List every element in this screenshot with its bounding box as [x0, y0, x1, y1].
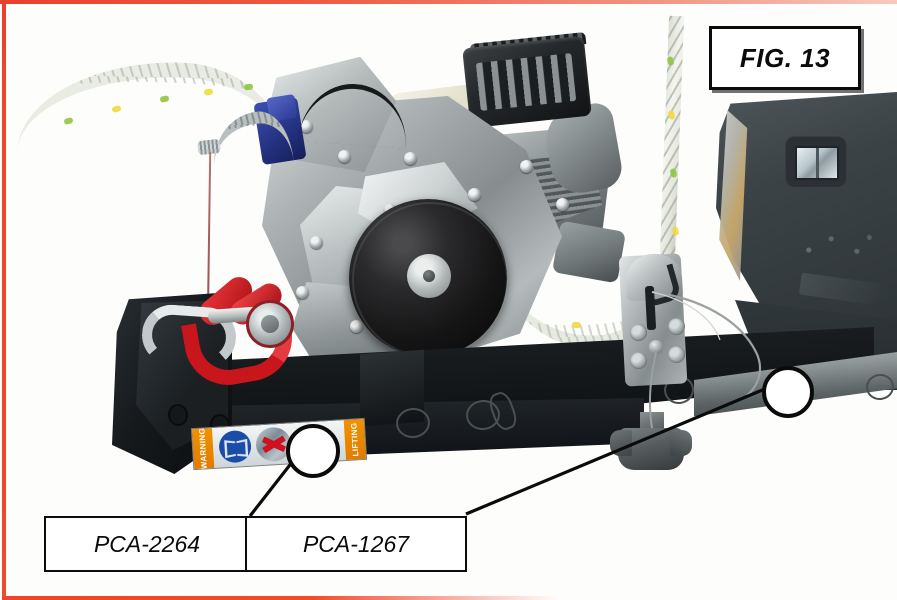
pulley-axle-icon: [649, 340, 663, 354]
pulley-rivet-icon: [668, 318, 685, 335]
rope-fleck-icon: [571, 321, 582, 329]
bolt-icon: [350, 320, 363, 333]
frame-border-left: [2, 0, 6, 600]
part-label-box-pca-2264: PCA-2264: [44, 516, 250, 572]
figure-number-box: FIG. 13: [709, 26, 861, 90]
callout-circle-pca-2264: [286, 424, 340, 478]
frame-border-top: [0, 0, 897, 4]
bolt-icon: [296, 286, 309, 299]
warning-decal-right-band: LIFTING: [343, 418, 367, 461]
part-label-box-pca-1267: PCA-1267: [245, 516, 467, 572]
frame-border-bottom: [2, 596, 562, 600]
pulley-rivet-icon: [630, 324, 647, 341]
pulley-rivet-icon: [668, 346, 685, 363]
part-number-label: PCA-2264: [93, 530, 201, 557]
bolt-icon: [300, 120, 313, 133]
bolt-icon: [468, 188, 481, 201]
pulley-rivet-icon: [630, 352, 647, 369]
warning-decal-right-text: LIFTING: [349, 422, 361, 457]
bolt-icon: [404, 152, 417, 165]
part-number-label: PCA-1267: [302, 530, 410, 557]
warning-decal-left-text: WARNING: [197, 427, 209, 470]
warning-decal: WARNING LIFTING: [190, 417, 368, 471]
manual-book-icon: [218, 429, 252, 464]
clamp-foot: [610, 428, 692, 470]
bolt-icon: [556, 198, 569, 211]
callout-circle-pca-1267: [762, 366, 814, 418]
hook-swivel-bearing: [246, 300, 294, 348]
bolt-icon: [310, 236, 323, 249]
bolt-icon: [520, 160, 533, 173]
warning-decal-left-band: WARNING: [191, 427, 215, 470]
bolt-icon: [338, 150, 351, 163]
reflector-lens: [795, 146, 839, 180]
engine-muffler: [551, 220, 627, 284]
capstan-hub: [407, 254, 451, 298]
figure-number-label: FIG. 13: [739, 42, 831, 73]
air-filter-vent-slots: [475, 53, 577, 111]
